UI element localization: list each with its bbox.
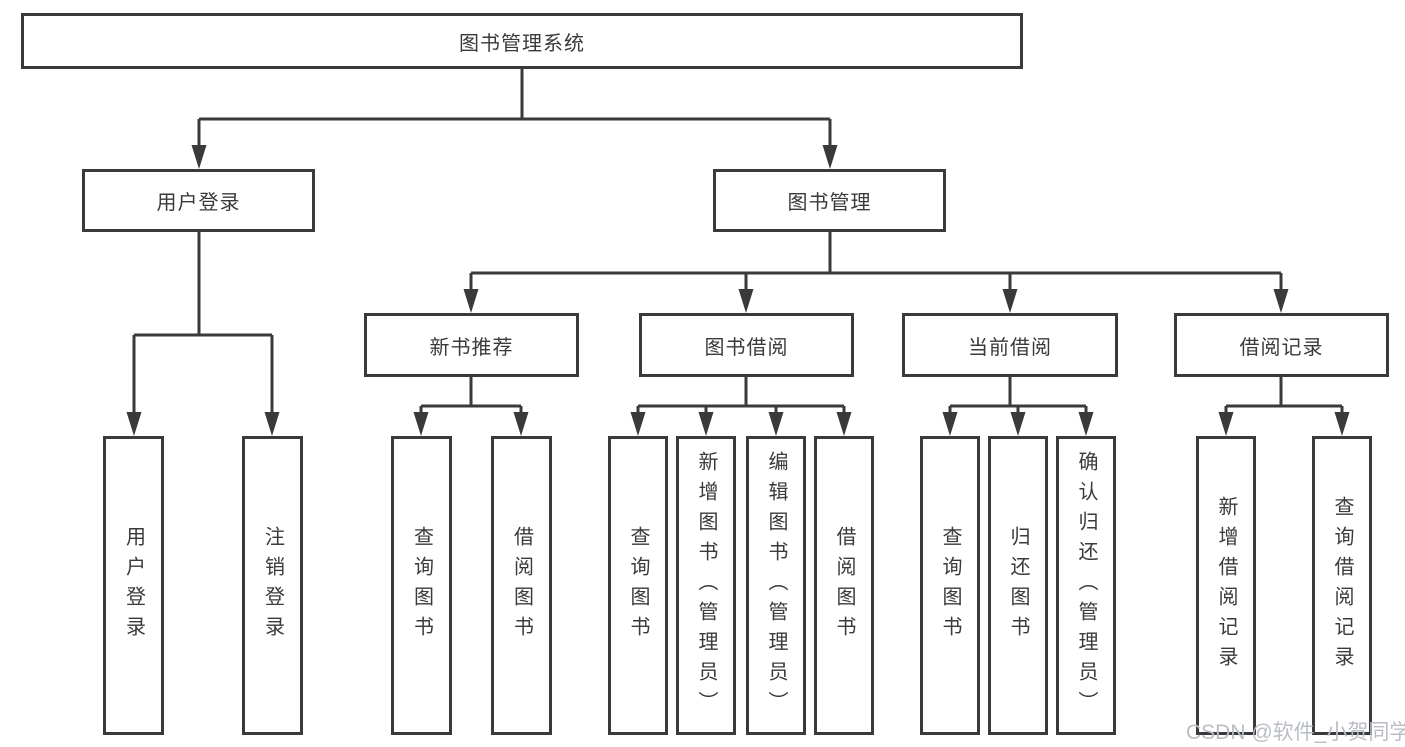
node-new-book-recommendation: 新书推荐 [364, 313, 579, 377]
node-book-borrowing: 图书借阅 [639, 313, 854, 377]
leaf-query-borrow-record: 查询借阅记录 [1312, 436, 1372, 735]
leaf-query-borrow-record-label: 查询借阅记录 [1331, 495, 1353, 676]
node-root: 图书管理系统 [21, 13, 1023, 69]
leaf-user-login: 用户登录 [103, 436, 164, 735]
leaf-query-books-under-borrowing: 查询图书 [608, 436, 668, 735]
node-borrowing-records-label: 借阅记录 [1239, 336, 1324, 359]
node-root-label: 图书管理系统 [459, 32, 585, 55]
leaf-add-books-admin: 新增图书（管理员） [676, 436, 736, 735]
leaf-borrow-books-under-borrowing: 借阅图书 [814, 436, 874, 735]
leaf-query-books-label: 查询图书 [939, 525, 961, 646]
node-book-management: 图书管理 [713, 169, 946, 232]
node-borrowing-records: 借阅记录 [1174, 313, 1389, 377]
leaf-edit-books-admin: 编辑图书（管理员） [746, 436, 806, 735]
leaf-add-books-admin-label: 新增图书（管理员） [695, 450, 717, 721]
leaf-borrow-books-label: 借阅图书 [510, 525, 533, 646]
leaf-confirm-return-admin: 确认归还（管理员） [1056, 436, 1116, 735]
leaf-confirm-return-admin-label: 确认归还（管理员） [1075, 450, 1097, 721]
node-book-borrowing-label: 图书借阅 [704, 336, 789, 359]
leaf-query-books-under-recommendation: 查询图书 [391, 436, 452, 735]
leaf-query-books-under-current: 查询图书 [920, 436, 980, 735]
node-current-borrowing: 当前借阅 [902, 313, 1118, 377]
leaf-add-borrow-record: 新增借阅记录 [1196, 436, 1256, 735]
node-book-management-label: 图书管理 [787, 192, 872, 214]
node-current-borrowing-label: 当前借阅 [968, 336, 1052, 359]
leaf-borrow-books-under-recommendation: 借阅图书 [491, 436, 552, 735]
leaf-query-books-label: 查询图书 [410, 525, 433, 646]
csdn-watermark: CSDN @软件_小贺同学 [1186, 721, 1405, 744]
leaf-logout: 注销登录 [242, 436, 303, 735]
leaf-logout-label: 注销登录 [261, 525, 284, 646]
leaf-edit-books-admin-label: 编辑图书（管理员） [765, 450, 787, 721]
node-user-login: 用户登录 [82, 169, 315, 232]
leaf-query-books-label: 查询图书 [627, 525, 649, 646]
leaf-return-books-label: 归还图书 [1007, 525, 1029, 646]
node-user-login-label: 用户登录 [156, 192, 241, 214]
leaf-user-login-label: 用户登录 [122, 525, 145, 646]
arrowheads [126, 145, 1350, 436]
node-new-book-recommendation-label: 新书推荐 [429, 336, 514, 359]
leaf-borrow-books-label: 借阅图书 [833, 525, 855, 646]
leaf-add-borrow-record-label: 新增借阅记录 [1215, 495, 1237, 676]
leaf-return-books: 归还图书 [988, 436, 1048, 735]
